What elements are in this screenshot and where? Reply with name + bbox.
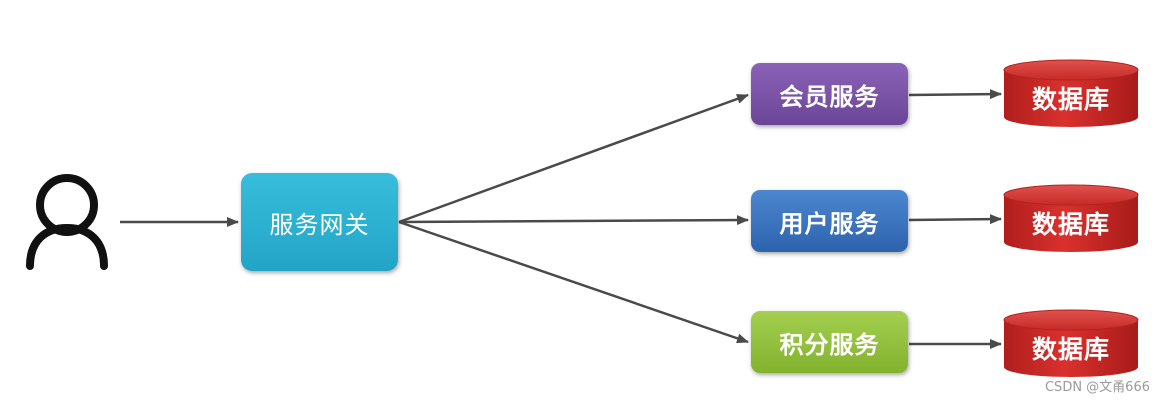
database-1 [1003, 59, 1139, 127]
points-service-label: 积分服务 [779, 330, 880, 359]
user-service-node: 用户服务 [751, 190, 908, 252]
arrow-member-to-db [908, 89, 1002, 100]
points-service-node: 积分服务 [751, 311, 908, 373]
arrow-gateway-to-points [398, 220, 749, 344]
member-service-node: 会员服务 [751, 63, 908, 125]
database-2 [1003, 184, 1139, 252]
arrow-gateway-to-user-service [398, 215, 749, 226]
watermark-text: CSDN @文甬666 [1044, 380, 1150, 395]
gateway-label: 服务网关 [269, 210, 370, 239]
database-3 [1003, 309, 1139, 377]
arrow-user-service-to-db [908, 214, 1002, 225]
database-label: 数据库 [1031, 85, 1110, 114]
database-label: 数据库 [1031, 335, 1110, 364]
database-label: 数据库 [1031, 210, 1110, 239]
user-service-label: 用户服务 [779, 209, 880, 238]
member-service-label: 会员服务 [779, 82, 880, 111]
user-icon [26, 174, 108, 270]
gateway-node: 服务网关 [241, 173, 398, 271]
arrow-gateway-to-member [398, 93, 749, 224]
